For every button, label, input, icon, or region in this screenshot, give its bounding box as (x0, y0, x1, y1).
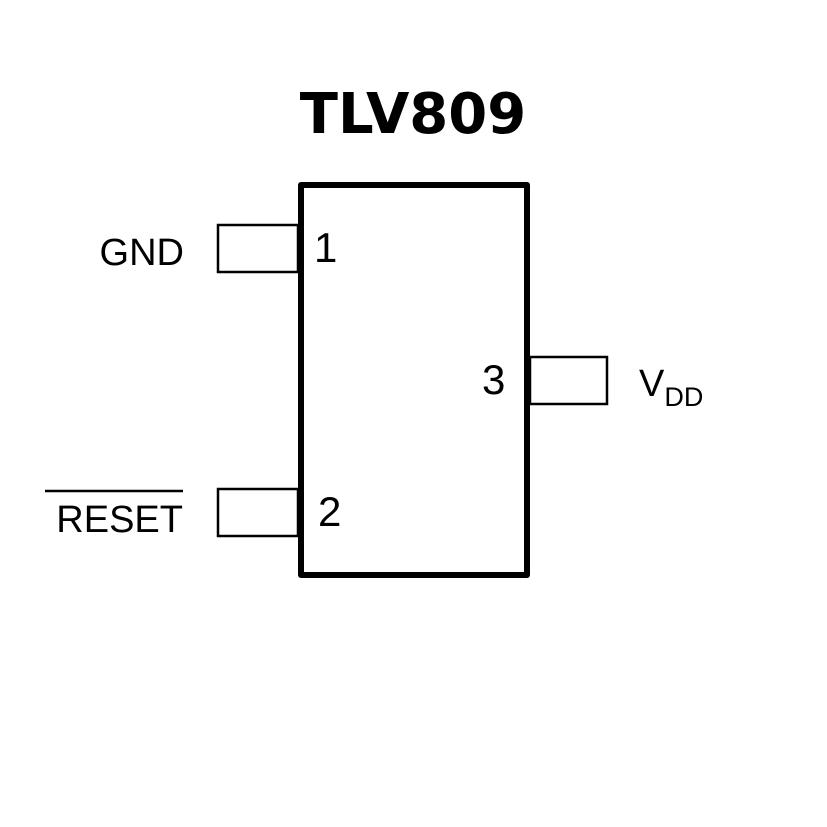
pin-1-label: GND (100, 232, 184, 274)
pin-2-number: 2 (318, 488, 341, 535)
pin-2-lead (216, 487, 300, 538)
device-title: TLV809 (300, 82, 526, 147)
pin-3-lead (528, 355, 609, 406)
pin-3: 3 VDD (482, 355, 703, 412)
pin-2-label: RESET (56, 499, 183, 541)
pin-3-label-subscript: DD (664, 382, 703, 412)
pin-1-number: 1 (314, 224, 337, 271)
pin-1: 1 GND (100, 223, 337, 274)
pin-1-lead (216, 223, 300, 274)
pin-2: 2 RESET (45, 487, 341, 541)
pin-3-label: VDD (639, 363, 703, 412)
pin-3-label-main: V (639, 363, 665, 405)
pin-3-number: 3 (482, 356, 505, 403)
device-body (298, 182, 530, 578)
